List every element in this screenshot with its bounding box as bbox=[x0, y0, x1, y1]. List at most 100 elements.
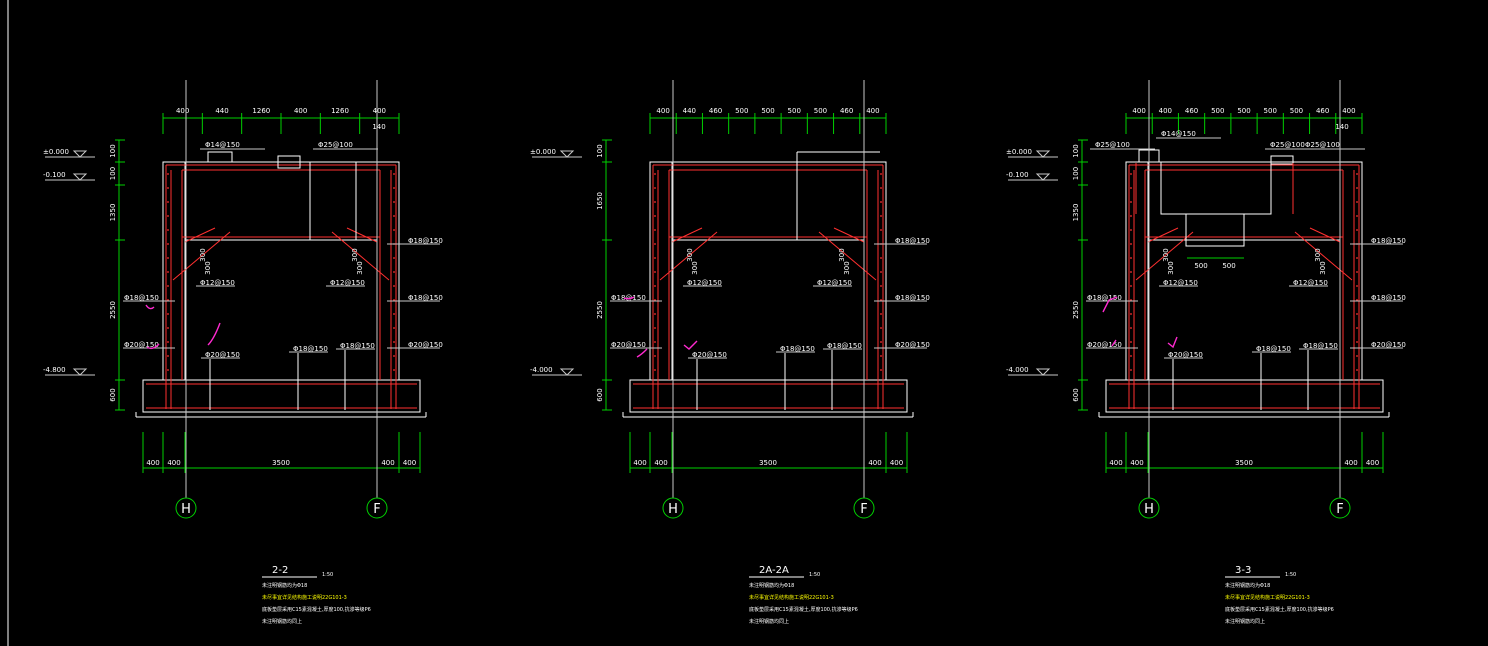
haunch-dimension-text: 300 bbox=[686, 248, 694, 261]
markup-check-icon bbox=[623, 296, 635, 300]
top-dimension-text: 460 bbox=[1185, 107, 1198, 115]
bottom-dimension-text: 400 bbox=[1366, 459, 1379, 467]
top-extra-dimension: 140 bbox=[372, 123, 385, 131]
bottom-dimension-text: 400 bbox=[167, 459, 180, 467]
haunch-dimension-text: 300 bbox=[838, 248, 846, 261]
inner-rebar-label: Φ18@150 bbox=[827, 342, 862, 350]
right-rebar-label: Φ20@150 bbox=[895, 341, 930, 349]
rebar-dot bbox=[1356, 215, 1358, 217]
rebar-dot bbox=[1130, 369, 1132, 371]
rebar-dot bbox=[654, 271, 656, 273]
foundation-outline bbox=[142, 379, 421, 413]
curb-outline bbox=[1270, 155, 1294, 165]
rebar-dot bbox=[880, 271, 882, 273]
rebar-dot bbox=[1356, 257, 1358, 259]
section-note: 未尽事宜详见结构施工说明22G101-3 bbox=[1225, 594, 1310, 601]
rebar-dot bbox=[880, 215, 882, 217]
haunch-dimension-text: 300 bbox=[1314, 248, 1322, 261]
elevation-triangle-icon bbox=[1035, 173, 1051, 181]
haunch-dimension-text: 300 bbox=[843, 261, 851, 274]
left-rebar-label: Φ18@150 bbox=[1087, 294, 1122, 302]
rebar-dot bbox=[167, 355, 169, 357]
markup-check-icon bbox=[1111, 339, 1117, 347]
rebar-dot bbox=[1130, 173, 1132, 175]
section-note: 底板垫层采用C15素混凝土,厚度100,抗渗等级P6 bbox=[749, 606, 858, 613]
rebar-dot bbox=[880, 229, 882, 231]
rebar-dot bbox=[654, 341, 656, 343]
haunch-dimension-text: 300 bbox=[1319, 261, 1327, 274]
rebar-dot bbox=[1356, 299, 1358, 301]
left-dimension-text: 600 bbox=[596, 388, 604, 401]
section-note: 未注明钢筋均为Φ18 bbox=[749, 582, 794, 589]
left-dimension-text: 1650 bbox=[596, 192, 604, 210]
elevation-text: ±0.000 bbox=[43, 148, 69, 156]
right-rebar-label: Φ18@150 bbox=[895, 294, 930, 302]
axis-label-f: F bbox=[373, 502, 380, 517]
rebar-dot bbox=[654, 215, 656, 217]
haunch-dimension-text: 300 bbox=[1162, 248, 1170, 261]
rebar-dot bbox=[1356, 327, 1358, 329]
rebar-dot bbox=[393, 285, 395, 287]
rebar-dot bbox=[880, 187, 882, 189]
top-dimension-text: 1260 bbox=[331, 107, 349, 115]
rebar-dot bbox=[654, 369, 656, 371]
axis-label-h: H bbox=[1144, 502, 1154, 517]
rebar-dot bbox=[167, 229, 169, 231]
rebar-dot bbox=[393, 299, 395, 301]
rebar-dot bbox=[880, 355, 882, 357]
rebar-dot bbox=[880, 173, 882, 175]
inner-rebar-label: Φ12@150 bbox=[330, 279, 365, 287]
rebar-line bbox=[1147, 227, 1179, 243]
section-scale: 1:50 bbox=[809, 572, 820, 578]
haunch-dimension-text: 300 bbox=[1167, 261, 1175, 274]
section-scale: 1:50 bbox=[1285, 572, 1296, 578]
bottom-dimension-text: 400 bbox=[1344, 459, 1357, 467]
rebar-line bbox=[331, 231, 390, 281]
bottom-dimension-text: 3500 bbox=[1235, 459, 1253, 467]
top-rebar-label: Φ14@150 bbox=[205, 141, 240, 149]
top-dimension-text: 460 bbox=[709, 107, 722, 115]
rebar-dot bbox=[1356, 229, 1358, 231]
rebar-dot bbox=[1356, 173, 1358, 175]
rebar-dot bbox=[1130, 229, 1132, 231]
rebar-dot bbox=[654, 243, 656, 245]
top-dimension-text: 1260 bbox=[252, 107, 270, 115]
rebar-dot bbox=[167, 257, 169, 259]
rebar-dot bbox=[167, 341, 169, 343]
markup-check-icon bbox=[1167, 336, 1178, 349]
section-note: 底板垫层采用C15素混凝土,厚度100,抗渗等级P6 bbox=[262, 606, 371, 613]
section-note: 未注明钢筋均同上 bbox=[749, 618, 789, 625]
inner-rebar-label: Φ18@150 bbox=[1256, 345, 1291, 353]
rebar-dot bbox=[654, 285, 656, 287]
rebar-line bbox=[184, 227, 216, 243]
inner-rebar-label: Φ12@150 bbox=[200, 279, 235, 287]
rebar-dot bbox=[654, 327, 656, 329]
top-opening-outline bbox=[277, 155, 301, 169]
top-dimension-text: 400 bbox=[866, 107, 879, 115]
left-rebar-label: Φ20@150 bbox=[124, 341, 159, 349]
rebar-dot bbox=[1130, 341, 1132, 343]
rebar-dot bbox=[167, 187, 169, 189]
right-rebar-label: Φ20@150 bbox=[408, 341, 443, 349]
top-rebar-label: Φ14@150 bbox=[1161, 130, 1196, 138]
elevation-text: -4.800 bbox=[43, 366, 66, 374]
left-dimension-text: 100 bbox=[109, 167, 117, 180]
left-rebar-label: Φ20@150 bbox=[611, 341, 646, 349]
left-dimension-text: 1350 bbox=[109, 204, 117, 222]
elevation-triangle-icon bbox=[1035, 150, 1051, 158]
markup-check-icon bbox=[146, 343, 160, 350]
elevation-text: -4.000 bbox=[530, 366, 553, 374]
foundation-outline bbox=[1105, 379, 1384, 413]
left-dimension-text: 100 bbox=[596, 144, 604, 157]
rebar-dot bbox=[1130, 271, 1132, 273]
rebar-dot bbox=[1130, 327, 1132, 329]
rebar-dot bbox=[167, 313, 169, 315]
markup-check-icon bbox=[683, 340, 698, 350]
left-dimension-text: 1350 bbox=[1072, 204, 1080, 222]
rebar-dot bbox=[1130, 257, 1132, 259]
top-dimension-text: 440 bbox=[215, 107, 228, 115]
section-note: 底板垫层采用C15素混凝土,厚度100,抗渗等级P6 bbox=[1225, 606, 1334, 613]
top-dimension-text: 400 bbox=[1342, 107, 1355, 115]
